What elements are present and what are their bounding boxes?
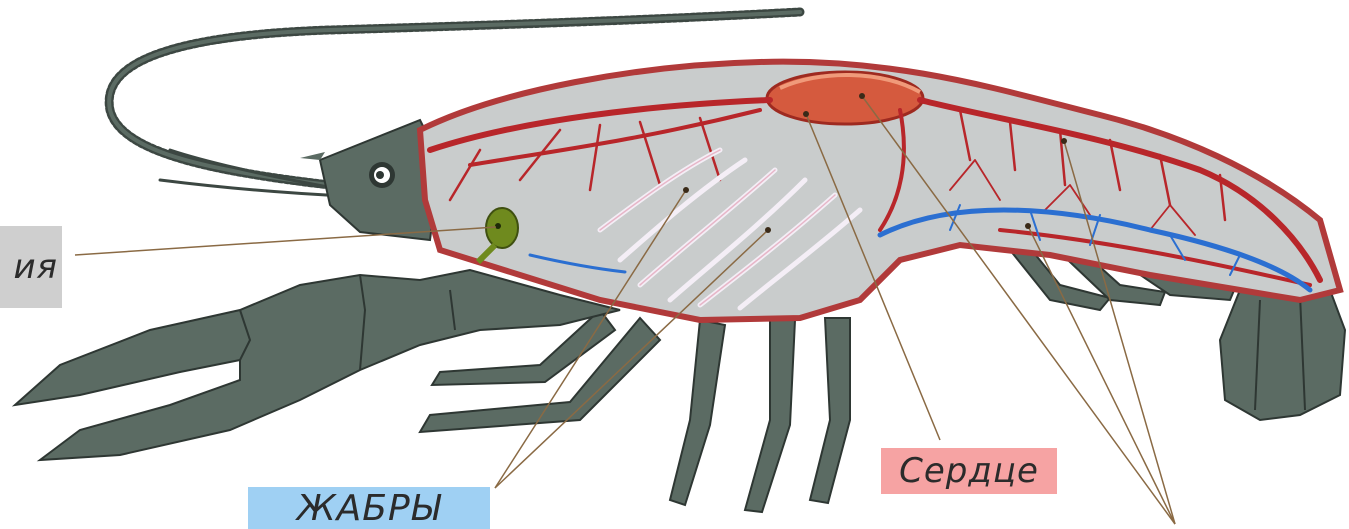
partial-label-left-text: ия [13, 247, 58, 287]
heart-label: Сердце [881, 448, 1057, 494]
gills-label: ЖАБРЫ [248, 487, 490, 529]
gills-label-text: ЖАБРЫ [297, 488, 441, 529]
walking-legs-illustration [420, 310, 850, 512]
heart-label-text: Сердце [899, 451, 1039, 491]
leader-line-left [75, 227, 496, 255]
eye-icon [369, 162, 395, 188]
tail-fan-illustration [1220, 290, 1345, 420]
partial-label-left: ия [0, 226, 62, 308]
